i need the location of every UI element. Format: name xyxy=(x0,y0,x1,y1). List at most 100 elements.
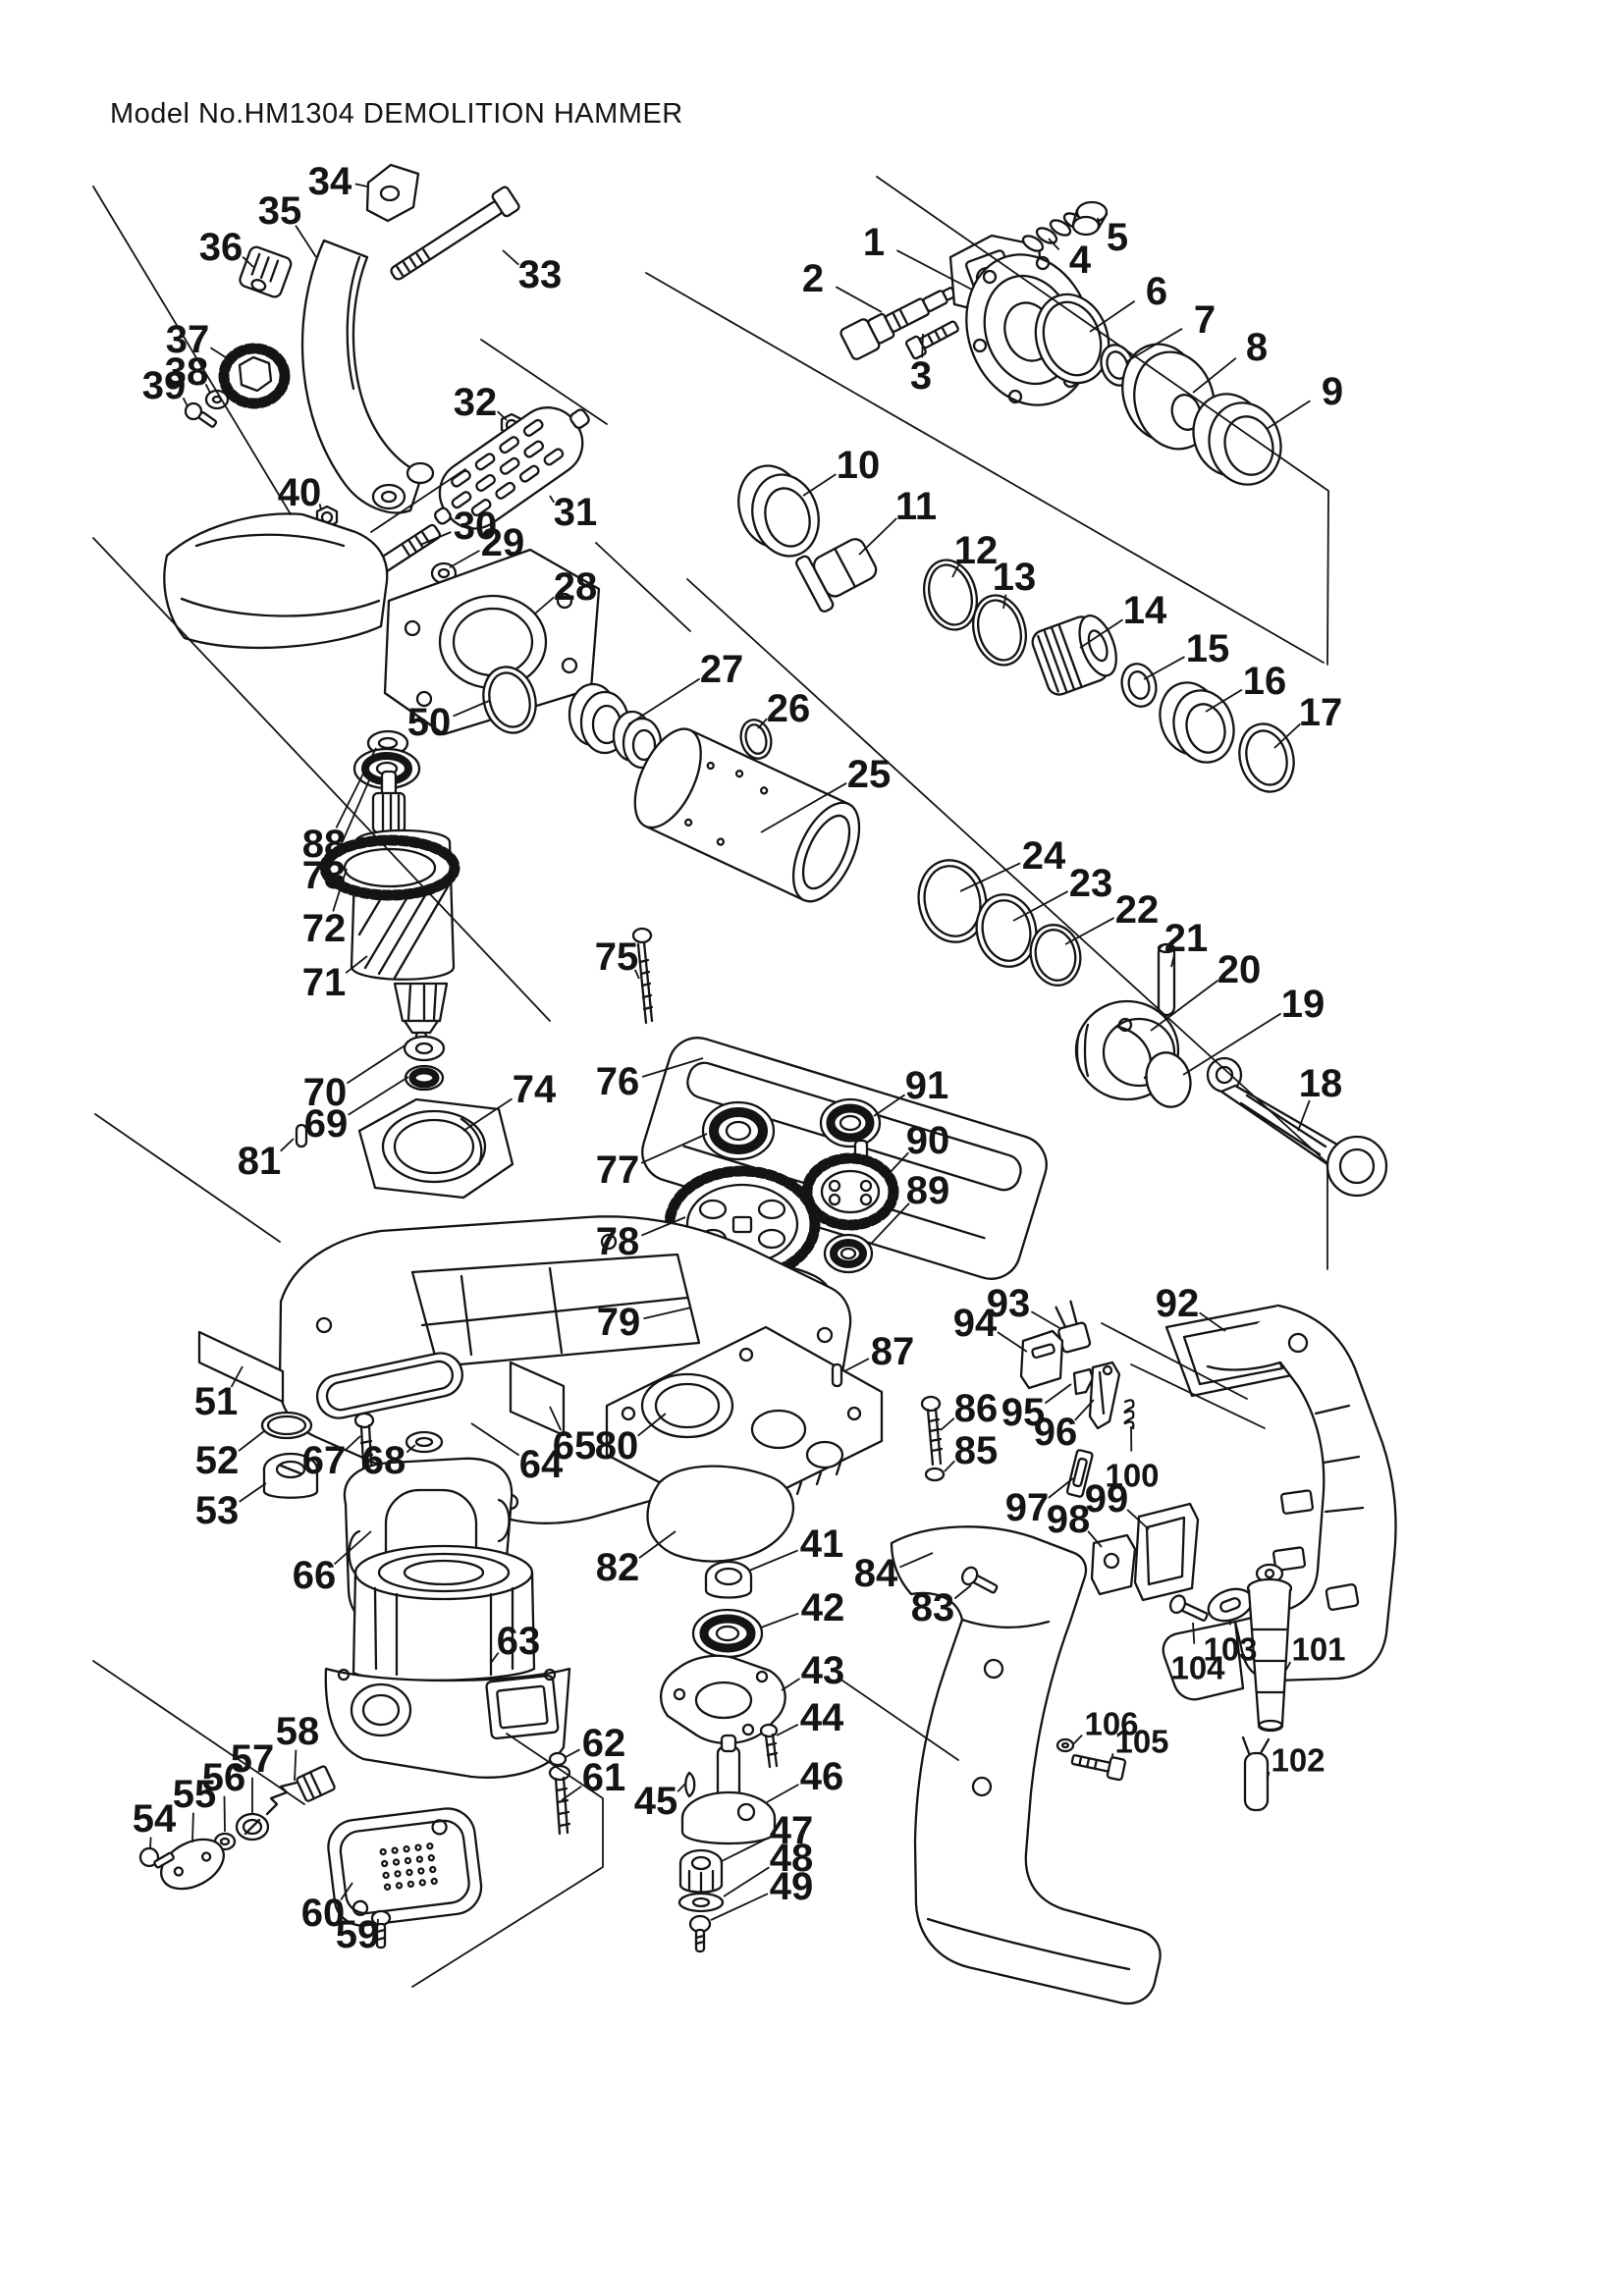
part-label-18: 18 xyxy=(1299,1062,1343,1105)
leader-line-67 xyxy=(344,1435,361,1452)
part-label-35: 35 xyxy=(258,189,302,233)
part-label-55: 55 xyxy=(173,1773,217,1816)
part-label-104: 104 xyxy=(1170,1650,1225,1686)
part-label-86: 86 xyxy=(954,1387,999,1430)
part-label-81: 81 xyxy=(238,1140,282,1183)
part-label-40: 40 xyxy=(278,471,322,514)
leader-lines xyxy=(149,183,1311,1924)
bracket-line-13 xyxy=(411,1733,604,1988)
leader-line-49 xyxy=(710,1893,769,1921)
leader-line-92 xyxy=(1199,1311,1226,1332)
leader-line-101 xyxy=(1285,1661,1292,1671)
part-label-13: 13 xyxy=(993,556,1037,599)
part-label-21: 21 xyxy=(1164,917,1209,960)
leader-line-38 xyxy=(204,383,211,394)
part-label-70: 70 xyxy=(303,1071,348,1114)
part-label-8: 8 xyxy=(1246,326,1268,369)
part-label-85: 85 xyxy=(954,1429,999,1472)
part-label-58: 58 xyxy=(276,1710,320,1753)
part-number-labels: 1234567891011121314151617181920212223242… xyxy=(133,160,1346,1956)
leader-line-102 xyxy=(1267,1772,1271,1779)
leader-line-106 xyxy=(1072,1734,1083,1745)
side-handle-assembly xyxy=(184,163,590,595)
leader-line-63 xyxy=(490,1652,500,1664)
part-label-39: 39 xyxy=(142,364,187,407)
leader-line-21 xyxy=(1170,954,1175,968)
leader-line-33 xyxy=(502,249,519,266)
leader-line-104 xyxy=(1192,1622,1196,1644)
crank-cap-assembly xyxy=(839,200,1282,486)
part-label-99: 99 xyxy=(1085,1477,1129,1521)
part-label-50: 50 xyxy=(407,701,452,744)
leader-line-51 xyxy=(230,1365,243,1388)
part-label-36: 36 xyxy=(199,226,243,269)
leader-line-80 xyxy=(637,1413,667,1437)
leader-line-72 xyxy=(332,868,348,912)
leader-line-28 xyxy=(534,596,555,614)
part-label-29: 29 xyxy=(481,521,525,564)
part-label-42: 42 xyxy=(801,1586,845,1629)
part-label-72: 72 xyxy=(302,907,347,950)
part-label-46: 46 xyxy=(800,1755,844,1798)
handle-right-half xyxy=(1162,1304,1397,1701)
leader-line-82 xyxy=(638,1530,676,1559)
leader-line-84 xyxy=(899,1552,934,1569)
leader-line-87 xyxy=(843,1358,870,1372)
part-label-11: 11 xyxy=(895,485,937,528)
bracket-line-1 xyxy=(92,186,292,515)
part-label-3: 3 xyxy=(910,354,932,398)
leader-line-53 xyxy=(239,1482,267,1503)
part-label-79: 79 xyxy=(597,1301,641,1344)
leader-line-7 xyxy=(1126,328,1183,362)
leader-line-35 xyxy=(295,225,317,258)
leader-line-22 xyxy=(1064,917,1115,945)
crankshaft-stack xyxy=(659,1560,786,1953)
leader-line-99 xyxy=(1126,1509,1150,1530)
cylinder-housing xyxy=(324,1544,571,1836)
handle-left-half xyxy=(890,1525,1162,2005)
leader-line-74 xyxy=(462,1097,513,1132)
leader-line-62 xyxy=(565,1748,580,1758)
leader-line-46 xyxy=(766,1784,799,1803)
leader-line-15 xyxy=(1143,656,1185,680)
leader-line-18 xyxy=(1297,1099,1311,1132)
leader-line-13 xyxy=(1002,594,1007,610)
part-label-80: 80 xyxy=(595,1424,639,1468)
leader-line-10 xyxy=(802,473,837,497)
armature-assembly xyxy=(295,729,514,1200)
leader-line-26 xyxy=(757,718,768,729)
leader-line-97 xyxy=(1048,1477,1074,1499)
leader-line-23 xyxy=(1012,890,1069,922)
leader-line-42 xyxy=(760,1612,799,1629)
leader-line-20 xyxy=(1150,979,1219,1032)
leader-line-71 xyxy=(345,955,368,974)
part-label-68: 68 xyxy=(362,1439,406,1482)
part-label-63: 63 xyxy=(497,1620,541,1663)
part-label-26: 26 xyxy=(767,687,811,730)
part-label-65: 65 xyxy=(553,1424,597,1468)
part-label-45: 45 xyxy=(634,1780,678,1823)
part-label-12: 12 xyxy=(954,529,999,572)
leader-line-29 xyxy=(449,550,480,568)
part-label-49: 49 xyxy=(770,1865,814,1908)
part-label-74: 74 xyxy=(513,1068,557,1111)
part-label-76: 76 xyxy=(596,1060,640,1103)
bracket-line-6 xyxy=(595,542,691,632)
leader-line-27 xyxy=(627,677,701,725)
bracket-line-3 xyxy=(876,176,1329,666)
leader-line-3 xyxy=(921,333,924,358)
part-label-64: 64 xyxy=(519,1443,564,1486)
part-label-93: 93 xyxy=(987,1282,1031,1325)
leader-line-36 xyxy=(242,256,254,268)
switch-parts xyxy=(920,1300,1209,1622)
part-label-37: 37 xyxy=(166,318,210,361)
part-label-19: 19 xyxy=(1281,983,1325,1026)
part-label-87: 87 xyxy=(871,1330,915,1373)
leader-line-93 xyxy=(1030,1310,1062,1330)
leader-line-12 xyxy=(951,563,960,578)
brush-and-cover-parts xyxy=(138,1765,483,1949)
part-label-96: 96 xyxy=(1034,1411,1078,1454)
leader-line-98 xyxy=(1087,1530,1103,1548)
leader-line-37 xyxy=(209,347,233,362)
